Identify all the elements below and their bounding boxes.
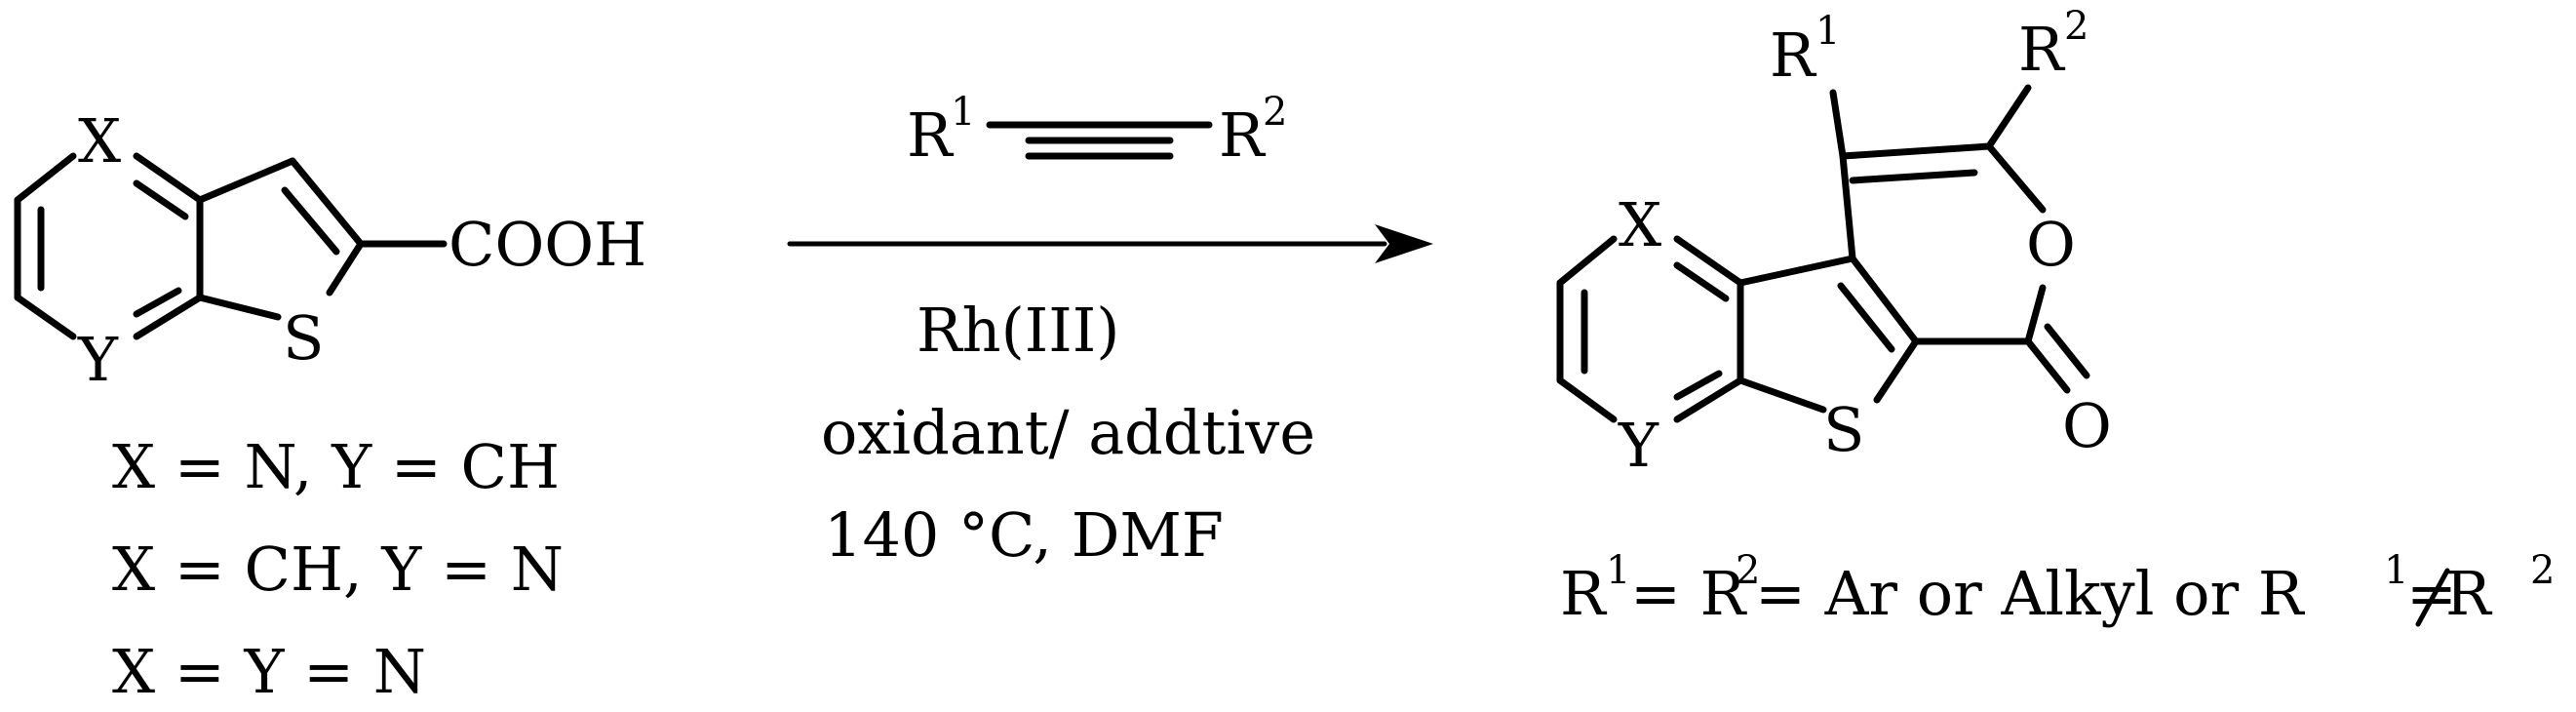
alkyne-r2-superscript: 2 <box>1263 90 1287 135</box>
product-bond <box>2044 323 2090 379</box>
product-bond <box>1673 370 1723 401</box>
temp-solvent-label: 140 °C, DMF <box>824 499 1224 571</box>
product-ring-oxygen: O <box>2026 209 2076 280</box>
product-atom-x: X <box>1619 189 1661 260</box>
reactant-bond <box>326 240 365 297</box>
product-bond <box>1673 376 1744 423</box>
reaction-conditions: Rh(III) oxidant/ addtive 140 °C, DMF <box>821 295 1315 571</box>
legend-r1: R <box>1560 558 1608 629</box>
alkyne-r2: R <box>1219 99 1267 171</box>
legend-r1b-superscript: 1 <box>2384 548 2408 593</box>
legend-r2b-superscript: 2 <box>2530 548 2555 593</box>
product-bond <box>1849 255 1920 345</box>
product-r1-superscript: 1 <box>1815 9 1840 54</box>
reactant-bond <box>133 287 182 318</box>
arrowhead-icon <box>1375 224 1433 263</box>
reactant-atom-s: S <box>283 302 324 374</box>
product-r2-superscript: 2 <box>2064 4 2088 49</box>
product-bond <box>1829 89 1847 160</box>
alkyne-r1-superscript: 1 <box>951 90 975 135</box>
product-bond <box>1673 261 1730 302</box>
product-bond <box>1737 255 1856 287</box>
product-bond <box>1839 142 1993 160</box>
product-bond <box>1837 282 1895 353</box>
additive-label: oxidant/ addtive <box>821 397 1315 468</box>
reactant-bond <box>196 157 296 204</box>
reactant-case: X = Y = N <box>112 636 426 707</box>
product-bond <box>1556 235 1618 287</box>
product-bond <box>1873 337 1920 404</box>
product-structure: X Y S O O R 1 R 2 <box>1556 4 2112 481</box>
alkyne-r1: R <box>907 99 955 171</box>
reactant-bond <box>281 186 340 256</box>
product-bond <box>1737 376 1827 414</box>
reactant-bond <box>133 152 204 204</box>
reactant-atom-x: X <box>78 105 121 177</box>
product-bond <box>1985 142 2047 214</box>
reactant-bond <box>133 294 204 340</box>
reactant-case: X = N, Y = CH <box>112 431 560 502</box>
legend-r1-superscript: 1 <box>1606 548 1630 593</box>
product-bond <box>1849 169 1978 184</box>
alkyne-reagent: R 1 R 2 <box>907 90 1287 171</box>
product-bond <box>2024 337 2071 394</box>
product-bond <box>1985 84 2032 150</box>
reactant-atom-y: Y <box>77 324 119 395</box>
reactant-case: X = CH, Y = N <box>112 534 564 605</box>
legend-eq-r2: = R <box>1630 558 1748 629</box>
product-bond <box>1839 152 1856 262</box>
product-bond <box>1673 235 1744 287</box>
reactant-bond <box>14 294 77 340</box>
legend-r2b: R <box>2445 558 2493 629</box>
substituent-legend: R 1 = R 2 = Ar or Alkyl or R 1 = R 2 <box>1560 548 2555 629</box>
reactant-cooh-group: COOH <box>449 209 646 280</box>
reactant-bond <box>196 294 282 321</box>
product-bond <box>1556 376 1618 423</box>
reactant-bond <box>289 157 365 248</box>
reactant-structure: X Y S COOH X = N, Y = CH X = CH, Y = N X… <box>14 105 646 707</box>
reactant-bond <box>14 152 77 204</box>
product-carbonyl-oxygen: O <box>2062 390 2112 461</box>
reactant-bond <box>133 179 189 220</box>
legend-r2-superscript: 2 <box>1736 548 1760 593</box>
product-bond <box>2024 284 2047 345</box>
reaction-arrow <box>787 224 1433 263</box>
product-r1: R <box>1770 20 1817 91</box>
product-atom-y: Y <box>1618 410 1659 481</box>
legend-not-equal-slash <box>2415 568 2450 627</box>
legend-options: = Ar or Alkyl or R <box>1755 558 2306 629</box>
product-atom-s: S <box>1823 394 1864 465</box>
product-r2: R <box>2018 14 2066 85</box>
catalyst-label: Rh(III) <box>917 295 1119 366</box>
